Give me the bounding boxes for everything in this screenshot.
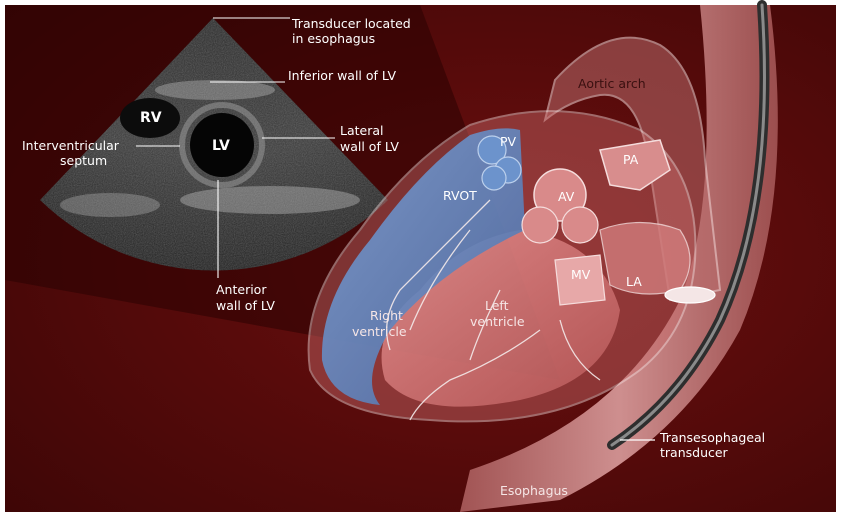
label-rv: RV <box>140 110 162 126</box>
label-septum-2: septum <box>60 153 107 168</box>
label-pa: PA <box>623 152 639 167</box>
label-pv: PV <box>500 134 517 149</box>
label-av: AV <box>558 189 575 204</box>
label-anterior-wall-2: wall of LV <box>216 298 275 313</box>
label-lv: LV <box>212 138 230 154</box>
label-septum-1: Interventricular <box>22 138 120 153</box>
label-aortic-arch: Aortic arch <box>578 76 646 91</box>
label-transducer-2: in esophagus <box>292 31 375 46</box>
pulmonary-vein-shape <box>665 287 715 303</box>
left-atrium-shape <box>600 223 690 295</box>
label-left-ventricle-1: Left <box>485 298 509 313</box>
label-mv: MV <box>571 267 591 282</box>
label-esophagus: Esophagus <box>500 483 568 498</box>
label-right-ventricle-1: Right <box>370 308 403 323</box>
label-transducer-1: Transducer located <box>291 16 411 31</box>
label-transesophageal-2: transducer <box>660 445 729 460</box>
label-anterior-wall-1: Anterior <box>216 282 267 297</box>
label-inferior-wall: Inferior wall of LV <box>288 68 396 83</box>
label-lateral-wall-1: Lateral <box>340 123 384 138</box>
label-right-ventricle-2: ventricle <box>352 324 407 339</box>
label-la: LA <box>626 274 642 289</box>
label-rvot: RVOT <box>443 188 477 203</box>
label-left-ventricle-2: ventricle <box>470 314 525 329</box>
label-lateral-wall-2: wall of LV <box>340 139 399 154</box>
label-transesophageal-1: Transesophageal <box>659 430 765 445</box>
